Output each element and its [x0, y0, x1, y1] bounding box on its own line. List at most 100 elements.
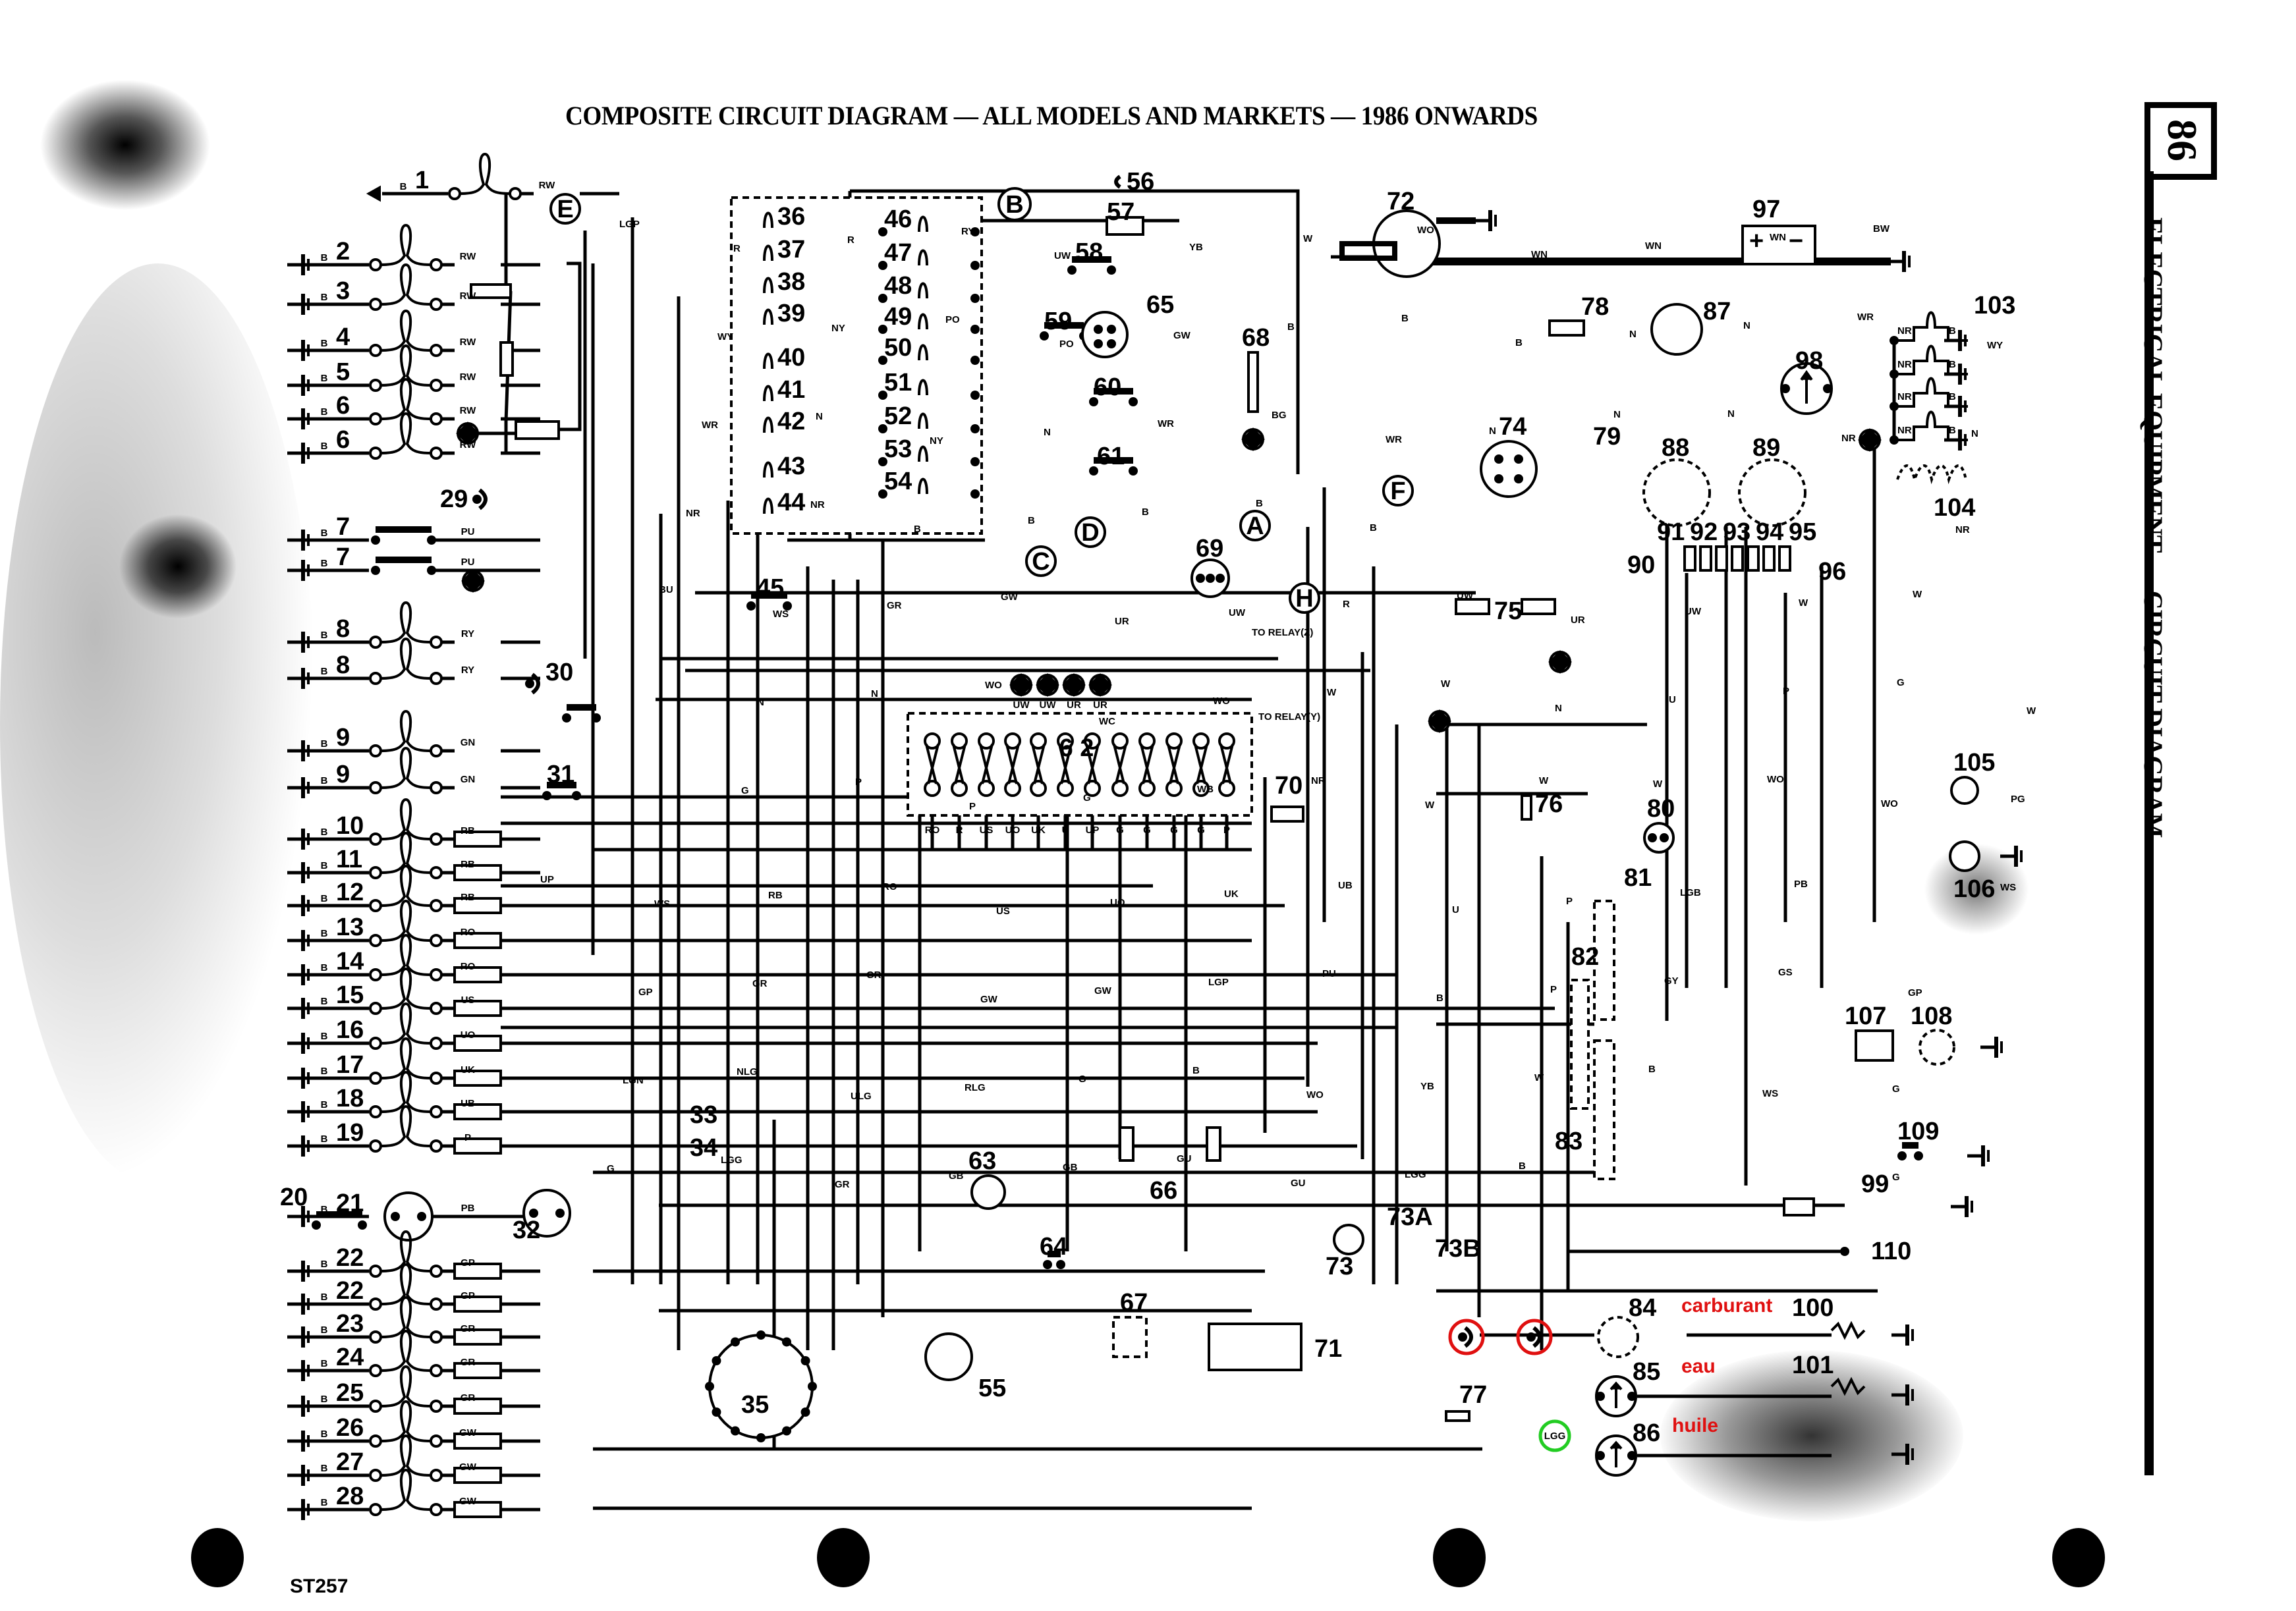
battery-97-icon [1741, 225, 1816, 265]
wire-colour-label: N [1629, 329, 1637, 340]
lamp-terminal [369, 744, 382, 757]
pin-top [1057, 732, 1074, 750]
component-ref-21: 21 [336, 1189, 364, 1217]
wire-colour-label: WS [1762, 1088, 1778, 1099]
junction-fill [1036, 673, 1059, 697]
component-ref-84: 84 [1629, 1294, 1656, 1322]
switch-contact [371, 566, 380, 575]
connection-point-A-label: A [1246, 512, 1264, 540]
connection-point-B-label: B [1005, 191, 1023, 219]
wire-colour-label: RY [461, 628, 474, 640]
ground-wire-label: B [400, 181, 407, 192]
bulb-icon [380, 1002, 432, 1045]
wire-colour-label: B [1256, 498, 1263, 509]
gauge-terminal [1596, 1392, 1605, 1401]
lamp-terminal [369, 672, 382, 685]
wire-colour-label: NR [810, 499, 825, 510]
component-77-icon [1445, 1410, 1470, 1422]
resistor-icon [515, 420, 560, 440]
pin-top [1192, 732, 1210, 750]
wire-colour-label: NR [1897, 325, 1912, 337]
bulb-icon [380, 1105, 432, 1147]
pin-link-icon [1194, 744, 1208, 784]
switch-contact [562, 713, 571, 723]
lamp-terminal [430, 298, 443, 311]
lamp-terminal [369, 258, 382, 271]
connector-62-pin-label: UK [1031, 825, 1046, 836]
lamp-terminal [369, 934, 382, 947]
component-ref-14: 14 [336, 948, 364, 975]
lamp-terminal [369, 447, 382, 460]
resistor-icon [453, 1328, 502, 1346]
bulb-icon [380, 344, 432, 387]
resistor-icon [453, 1433, 502, 1450]
wire-colour-label: B [1436, 993, 1443, 1004]
wire-colour-label: R [847, 234, 854, 246]
junction-dot [878, 356, 887, 365]
bulb-103-icon [1894, 377, 1968, 408]
wire-colour-label: WO [1881, 798, 1898, 809]
wire-colour-label: WS [773, 609, 789, 620]
lamp-terminal [509, 187, 522, 200]
battery-positive: + [1749, 227, 1764, 255]
distributor-terminal [782, 1337, 791, 1347]
ground-wire-label: B [321, 738, 328, 750]
wire-colour-label: R [1343, 599, 1350, 610]
wire-colour-label: N [1613, 409, 1621, 420]
fuse-icon [763, 277, 773, 294]
wire-colour-label: B [1192, 1065, 1200, 1076]
fuse-icon [918, 412, 928, 429]
ground-wire-label: B [321, 996, 328, 1007]
resistor-icon [453, 1137, 502, 1155]
wire-colour-label: PB [461, 1203, 475, 1214]
pin-link-icon [1058, 744, 1073, 784]
wire-colour-label: GW [459, 1427, 477, 1438]
gauge-arrow-icon [1610, 1440, 1623, 1450]
pin-link-icon [1167, 744, 1181, 784]
wire-colour-label: WS [2000, 882, 2016, 893]
ground-wire-label: B [321, 1133, 328, 1145]
junction-dot [555, 1209, 565, 1218]
component-ref-22: 22 [336, 1277, 364, 1305]
component-ref-87: 87 [1703, 298, 1731, 325]
wire-colour-label: LGG [1544, 1431, 1566, 1442]
wire-colour-label: N [1044, 427, 1051, 438]
arrow-icon [366, 185, 381, 202]
ground-wire-label: B [321, 962, 328, 973]
wire-colour-label: WS [654, 898, 670, 910]
resistor-icon [470, 283, 512, 299]
component-ref-27: 27 [336, 1448, 364, 1476]
wire-colour-label: UW [1229, 607, 1246, 618]
component-ref-9: 9 [336, 761, 350, 788]
bulb-icon [380, 1263, 432, 1305]
component-block-icon [1699, 545, 1712, 572]
bulb-icon [380, 798, 432, 840]
ground-wire-label: B [321, 292, 328, 303]
ground-wire-label: B [321, 630, 328, 641]
ground-wire-label: B [321, 1358, 328, 1369]
ground-wire-label: B [321, 860, 328, 871]
component-ref-25: 25 [336, 1379, 364, 1407]
component-ref-1: 1 [415, 167, 429, 194]
bulb-icon [380, 1296, 432, 1338]
lamp-terminal [430, 833, 443, 846]
wire-colour-label: GP [638, 987, 653, 998]
junction-dot [878, 227, 887, 236]
switch-contact [572, 791, 581, 800]
lamp-terminal [430, 1469, 443, 1482]
component-ref-69: 69 [1196, 535, 1223, 562]
pin-bottom [1084, 780, 1101, 797]
wire-colour-label: N [1489, 425, 1496, 437]
gauge-terminal [1823, 384, 1832, 393]
wire-colour-label: W [1539, 775, 1549, 786]
bulb-103-icon [1894, 344, 1968, 375]
connector-62-pin-label: G [1170, 825, 1178, 836]
component-ref-22: 22 [336, 1244, 364, 1272]
component-ref-99: 99 [1861, 1170, 1889, 1198]
wire-colour-label: P [969, 801, 976, 812]
wire-colour-label: U [1452, 904, 1459, 915]
wire-colour-label: GW [1001, 591, 1019, 603]
bulb-icon [380, 637, 432, 680]
pin-bottom [1030, 780, 1047, 797]
wire-colour-label: WY [717, 331, 733, 342]
